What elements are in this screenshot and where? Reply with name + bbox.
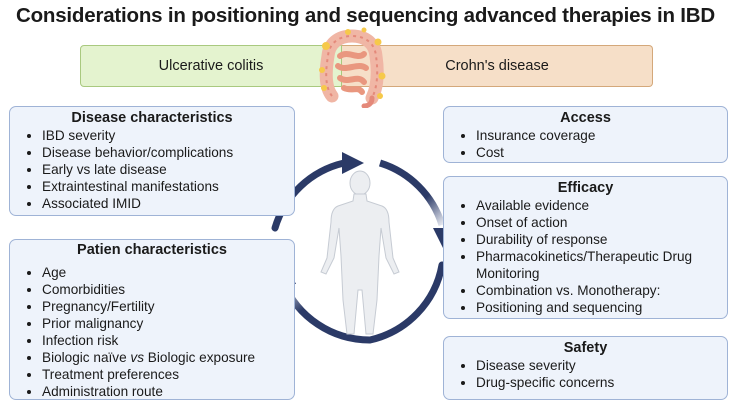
list-item: Drug-specific concerns [476,374,727,391]
patient-characteristics-heading: Patien characteristics [77,242,227,258]
efficacy-heading: Efficacy [557,180,614,196]
safety-heading: Safety [563,340,608,356]
intestine-icon [319,27,386,108]
safety-list: Disease severity Drug-specific concerns [444,357,727,391]
crohns-disease-label: Crohn's disease [445,58,549,74]
list-item: Cost [476,144,727,161]
list-item: Combination vs. Monotherapy: [476,282,727,299]
list-item: Available evidence [476,197,727,214]
efficacy-box: Efficacy Available evidence Onset of act… [443,176,728,319]
list-item: Associated IMID [42,195,294,212]
disease-characteristics-list: IBD severity Disease behavior/complicati… [10,127,294,212]
disease-characteristics-heading: Disease characteristics [71,110,233,126]
list-item: Durability of response [476,231,727,248]
safety-box: Safety Disease severity Drug-specific co… [443,336,728,400]
list-item: Prior malignancy [42,315,294,332]
access-heading: Access [560,110,611,126]
list-item: Disease behavior/complications [42,144,294,161]
disease-characteristics-box: Disease characteristics IBD severity Dis… [9,106,295,216]
list-item: Pharmacokinetics/Therapeutic Drug Monito… [476,248,727,282]
list-item: Pregnancy/Fertility [42,298,294,315]
list-item: IBD severity [42,127,294,144]
ulcerative-colitis-label: Ulcerative colitis [158,58,264,74]
list-item: Comorbidities [42,281,294,298]
patient-characteristics-list: Age Comorbidities Pregnancy/Fertility Pr… [10,264,294,400]
list-item: Biologic naïve vs Biologic exposure [42,349,294,366]
list-item: Treatment preferences [42,366,294,383]
list-item: Extraintestinal manifestations [42,178,294,195]
access-box: Access Insurance coverage Cost [443,106,728,163]
list-item: Early vs late disease [42,161,294,178]
list-item: Onset of action [476,214,727,231]
crohns-disease-banner: Crohn's disease [342,45,653,87]
list-item: Age [42,264,294,281]
access-list: Insurance coverage Cost [444,127,727,161]
list-item: Insurance coverage [476,127,727,144]
efficacy-list: Available evidence Onset of action Durab… [444,197,727,316]
human-figure-icon [320,170,400,335]
list-item: Disease severity [476,357,727,374]
list-item: Positioning and sequencing [476,299,727,316]
list-item: Administration route [42,383,294,400]
diagram-title: Considerations in positioning and sequen… [15,4,716,27]
patient-characteristics-box: Patien characteristics Age Comorbidities… [9,239,295,400]
list-item: Infection risk [42,332,294,349]
